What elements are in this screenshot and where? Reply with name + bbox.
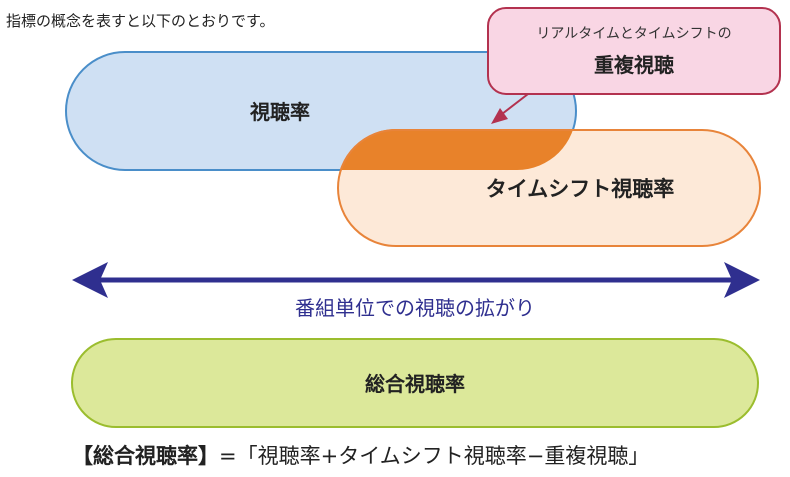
intro-text: 指標の概念を表すと以下のとおりです。 — [6, 12, 275, 30]
callout-pointer-arrowhead — [491, 108, 508, 124]
callout-line2: 重複視聴 — [594, 53, 674, 77]
timeshift-rating-label: タイムシフト視聴率 — [486, 177, 675, 201]
spread-arrow-right-head — [724, 262, 760, 298]
formula-equation: =「視聴率+タイムシフト視聴率−重複視聴」 — [219, 444, 650, 468]
total-rating-pill — [71, 338, 759, 428]
spread-arrow-left-head — [72, 262, 108, 298]
formula-term: 【総合視聴率】 — [72, 444, 219, 468]
callout-pointer-line — [501, 93, 529, 115]
formula: 【総合視聴率】=「視聴率+タイムシフト視聴率−重複視聴」 — [72, 440, 649, 470]
spread-label: 番組単位での視聴の拡がり — [295, 296, 535, 320]
overlap-callout-box — [487, 7, 781, 95]
callout-line1: リアルタイムとタイムシフトの — [536, 26, 731, 42]
overlap-region — [337, 129, 576, 170]
total-rating-label: 総合視聴率 — [365, 372, 465, 396]
realtime-rating-label: 視聴率 — [249, 100, 310, 124]
